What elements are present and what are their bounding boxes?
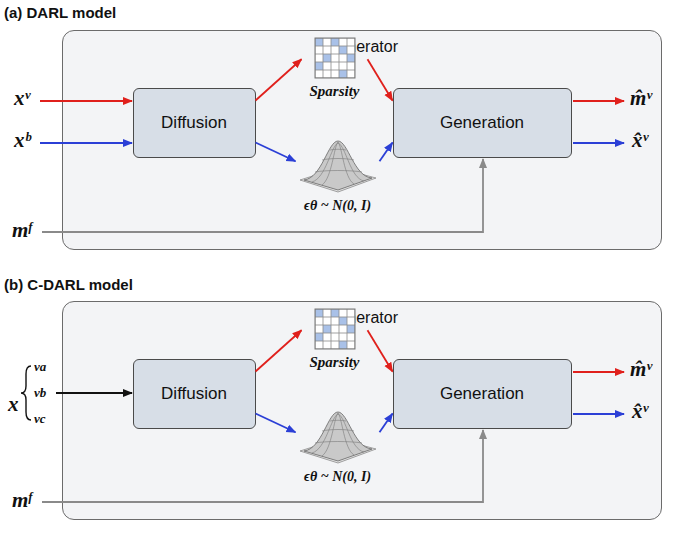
generator-panel: GeneratorDiffusion Sparsity ϵθ ~ N(0, I) Ge…: [62, 301, 662, 520]
panel-heading: Generator: [63, 38, 661, 56]
box-label: Diffusion: [161, 113, 227, 133]
output-arrow: [573, 142, 624, 144]
input-arrow: [56, 392, 132, 394]
output-arrow: [573, 371, 624, 373]
box-label: Generation: [440, 384, 524, 404]
panel-title: (b) C-DARL model: [4, 276, 133, 293]
brace: [21, 366, 31, 420]
output-arrow: [573, 413, 624, 415]
box-label: Generation: [440, 113, 524, 133]
signal-symbol: mᶠ: [12, 488, 32, 513]
generation-box: Generation: [393, 88, 572, 158]
figure-label: Sparsity: [309, 83, 359, 100]
input-arrow: [40, 142, 132, 144]
figure-label: ϵθ ~ N(0, I): [304, 469, 371, 485]
signal-symbol: m̂ᵛ: [630, 357, 652, 382]
signal-symbol: xᵛ: [14, 86, 30, 111]
signal-symbol: x̂ᵛ: [632, 399, 648, 424]
signal-symbol: x: [8, 392, 19, 417]
figure-label: Sparsity: [309, 354, 359, 371]
view-symbol: va: [34, 359, 46, 375]
sparsity-grid: [315, 38, 355, 78]
generation-box: Generation: [393, 359, 572, 429]
diffusion-box: Diffusion: [133, 359, 256, 429]
view-symbol: vc: [34, 411, 46, 427]
panel-title: (a) DARL model: [4, 4, 116, 21]
box-label: Diffusion: [161, 384, 227, 404]
sparsity-grid: [315, 309, 355, 349]
view-symbol: vb: [34, 385, 46, 401]
generator-panel: GeneratorDiffusion Sparsity ϵθ ~ N(0, I) Ge…: [62, 30, 662, 250]
input-arrow: [40, 100, 132, 102]
signal-symbol: m̂ᵛ: [630, 86, 652, 111]
signal-symbol: mᶠ: [12, 218, 32, 243]
figure-label: ϵθ ~ N(0, I): [304, 198, 371, 214]
diffusion-box: Diffusion: [133, 88, 256, 158]
signal-symbol: x̂ᵛ: [632, 128, 648, 153]
signal-symbol: xᵇ: [14, 128, 31, 153]
output-arrow: [573, 100, 624, 102]
panel-heading: Generator: [63, 309, 661, 327]
